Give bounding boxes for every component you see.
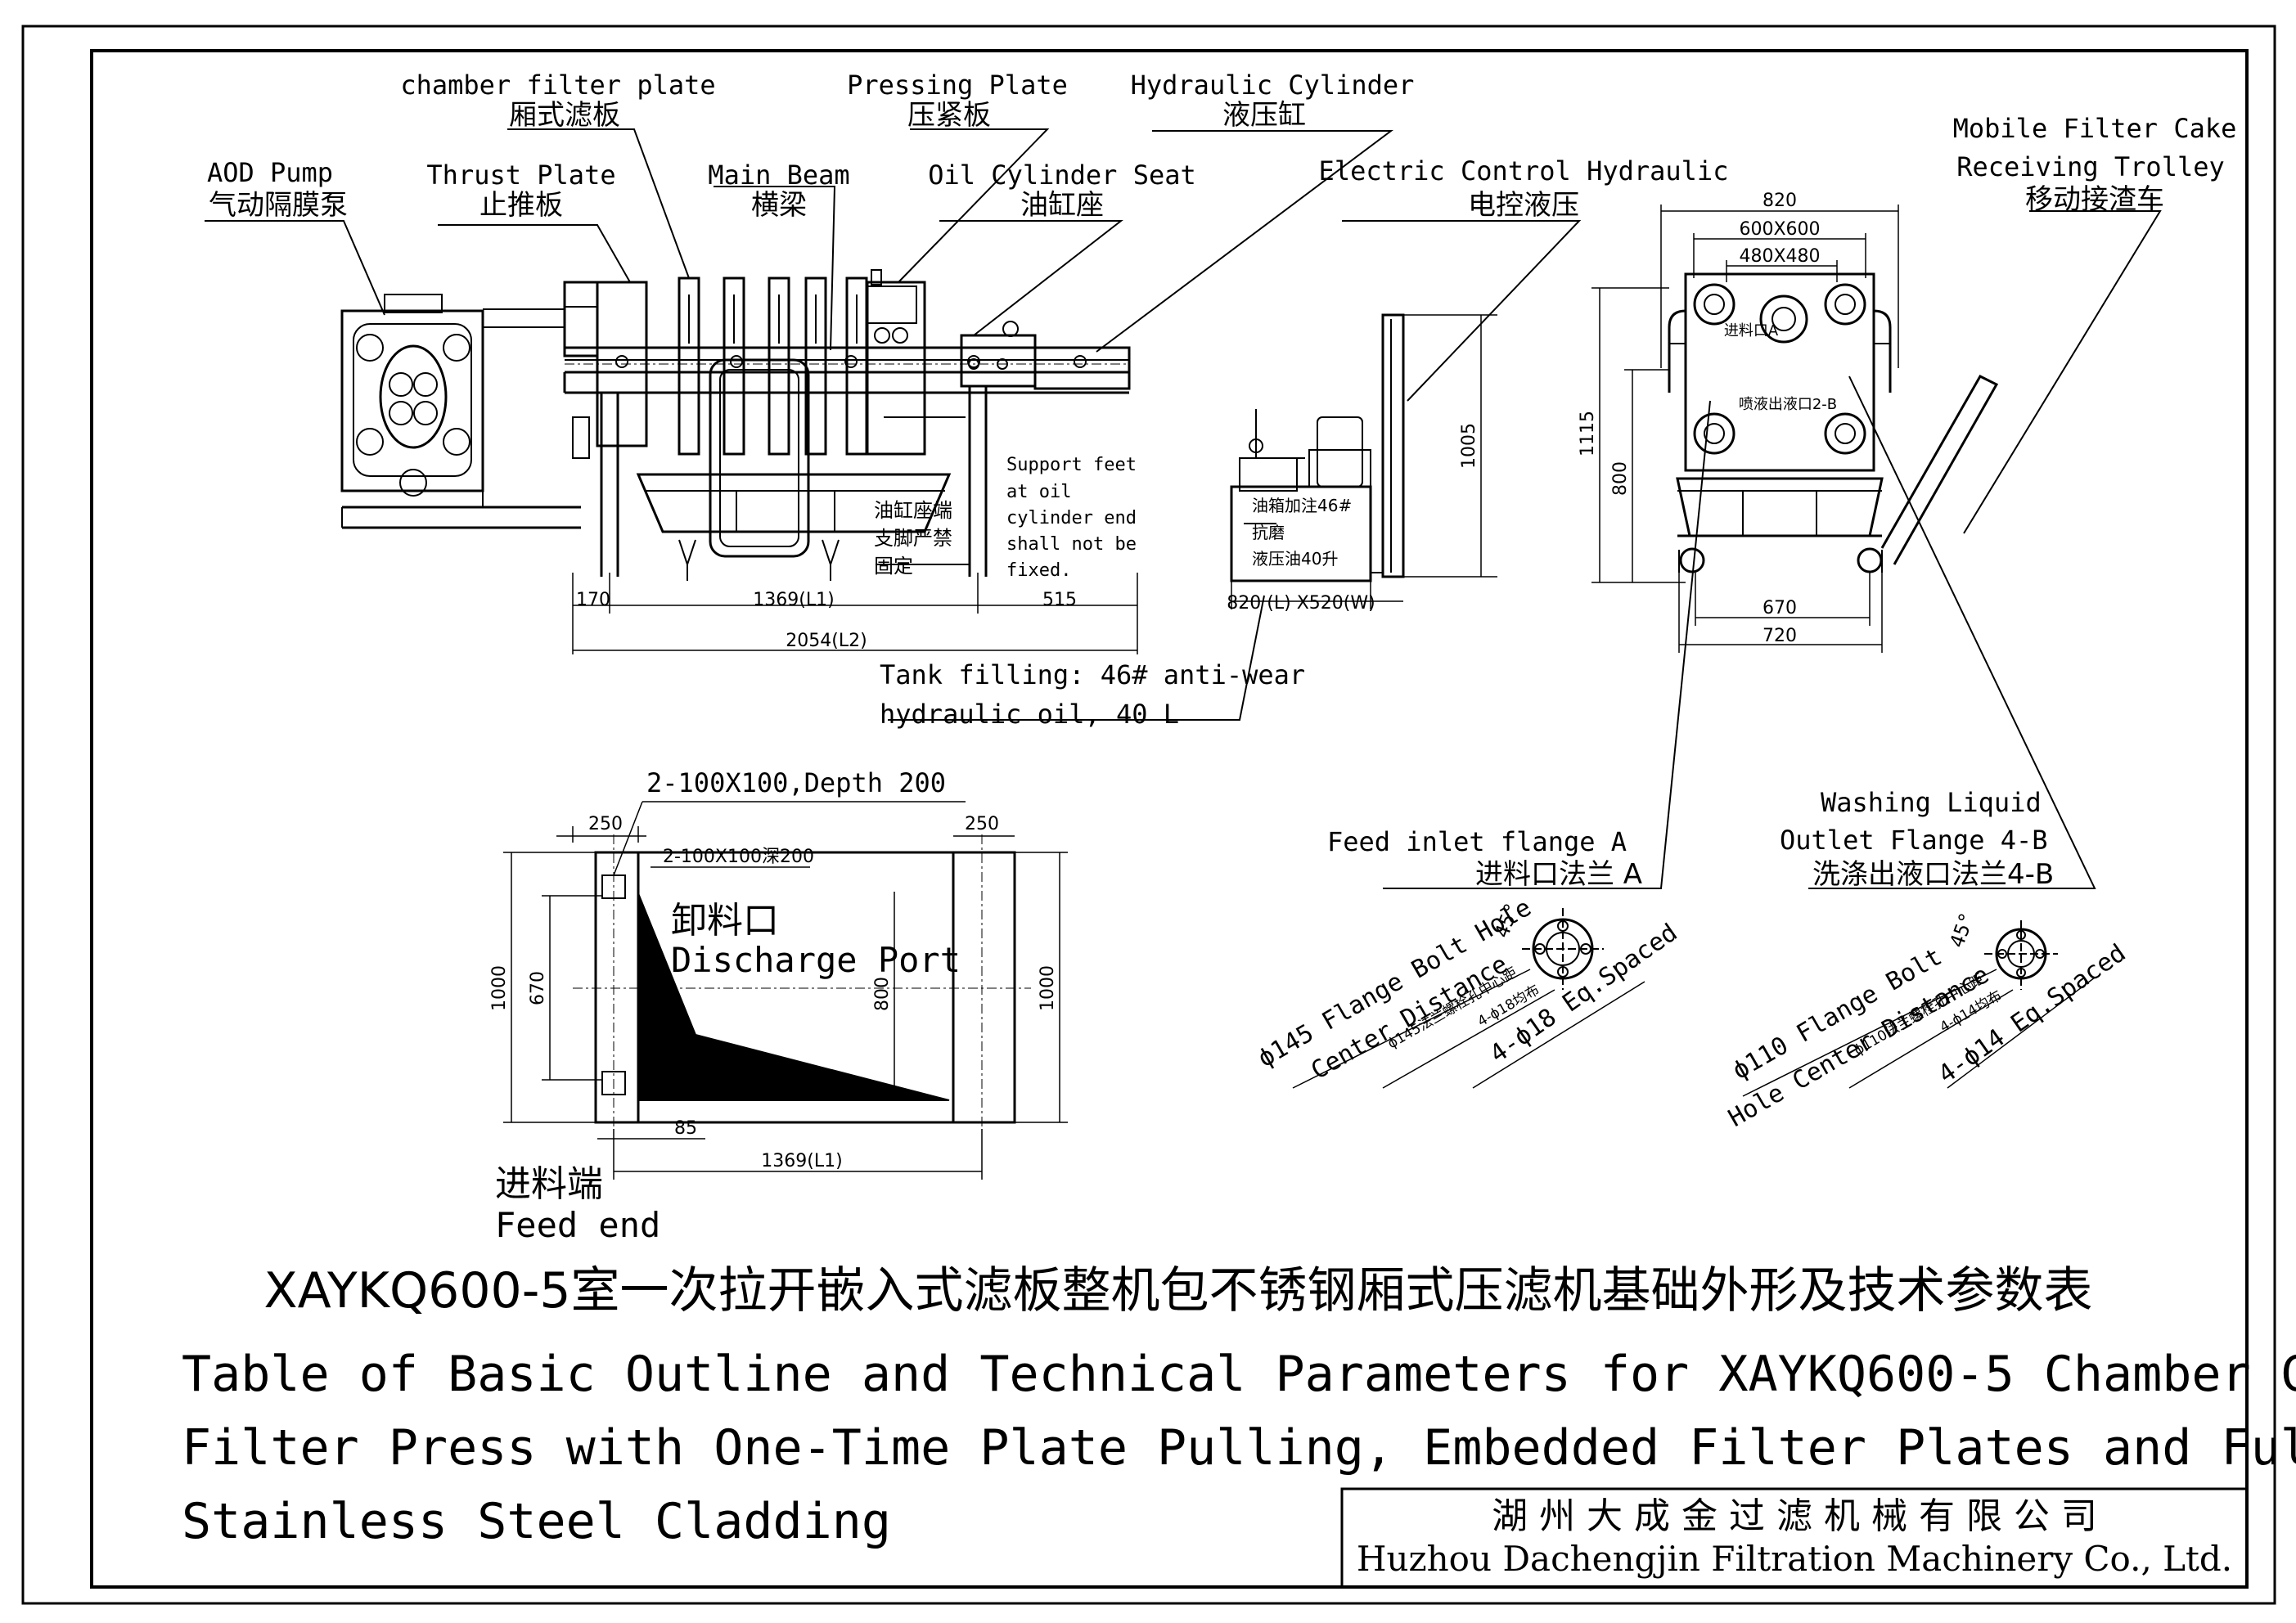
inlet-a-marker: 进料口A [1724,322,1779,339]
trolley-label-cn: 移动接渣车 [2025,183,2164,216]
tank-cn-l3: 液压油40升 [1252,549,1338,569]
dim-820: 820 [1763,191,1797,211]
aod-pump-drawing [340,294,581,529]
thrust-plate-label: Thrust Plate [426,160,615,191]
discharge-port-en: Discharge Port [671,940,961,980]
company-en: Huzhou Dachengjin Filtration Machinery C… [1357,1539,2232,1579]
flange-b-labels: ϕ110 Flange Bolt Hole Center Distance ϕ1… [1724,910,2132,1133]
aod-pump-label-cn: 气动隔膜泵 [209,189,348,222]
title-cn: XAYKQ600-5室一次拉开嵌入式滤板整机包不锈钢厢式压滤机基础外形及技术参数… [263,1262,2092,1320]
dim-l2: 2054(L2) [786,631,867,651]
pit-note-small: 2-100X100深200 [663,847,814,867]
flange-a-angle: 45° [1490,900,1524,941]
flange-b-drawing [1742,920,2096,1097]
chamber-filter-plate-label-cn: 厢式滤板 [509,99,620,132]
title-block: XAYKQ600-5室一次拉开嵌入式滤板整机包不锈钢厢式压滤机基础外形及技术参数… [182,1262,2296,1589]
hydraulic-cylinder-label-cn: 液压缸 [1222,99,1306,132]
dim-85: 85 [674,1118,697,1139]
washing-outlet-label-line1: Washing Liquid [1821,787,2042,818]
dimension-labels: 170 1369(L1) 515 2054(L2) 1005 820 (L) X… [489,191,1837,1171]
dim-170: 170 [576,590,610,610]
hydraulic-cylinder-label: Hydraulic Cylinder [1131,70,1415,101]
support-note-l4: shall not be [1006,534,1137,555]
dim-l1: 1369(L1) [753,590,834,610]
feed-end-cn: 进料端 [495,1163,603,1205]
outer-border [21,25,2276,1605]
tank-filling-line1: Tank filling: 46# anti-wear [880,659,1305,690]
trolley-label-line1: Mobile Filter Cake [1953,113,2237,144]
leader-lines [205,128,2162,889]
dim-515: 515 [1042,590,1077,610]
electric-control-label-cn: 电控液压 [1468,189,1579,222]
discharge-port-cn: 卸料口 [671,900,779,942]
callout-labels: AOD Pump 气动隔膜泵 Thrust Plate 止推板 chamber … [207,70,2236,891]
support-note-cn-l1: 油缸座端 [874,499,952,522]
thrust-plate-drawing [563,281,648,459]
filter-press-side-view [340,269,1138,654]
support-note-l3: cylinder end [1006,508,1137,528]
company-box [1340,1487,2249,1589]
dim-foundation-l1: 1369(L1) [761,1151,842,1171]
flange-a-labels: ϕ145 Flange Bolt Hole Center Distance ϕ1… [1254,893,1683,1086]
dim-1000-right: 1000 [1038,965,1058,1011]
dim-720: 720 [1763,626,1797,646]
title-en-line3: Stainless Steel Cladding [182,1493,891,1550]
oil-cylinder-seat-label: Oil Cylinder Seat [928,160,1196,191]
oil-cylinder-seat-label-cn: 油缸座 [1020,189,1104,222]
company-cn: 湖 州 大 成 金 过 滤 机 械 有 限 公 司 [1492,1495,2097,1537]
dim-tank: 820 (L) X520(W) [1227,593,1375,614]
dim-250-left: 250 [588,814,623,834]
support-note-l2: at oil [1006,482,1071,502]
flange-a-drawing [1292,908,1645,1089]
tank-cn-l1: 油箱加注46# [1252,496,1352,515]
tank-cn-l2: 抗磨 [1252,523,1285,542]
dim-480: 480X480 [1739,246,1820,267]
flange-b-angle: 45° [1945,910,1979,951]
title-en-line2: Filter Press with One-Time Plate Pulling… [182,1419,2296,1477]
main-beam-label-cn: 横梁 [751,189,807,222]
dim-1005: 1005 [1459,423,1479,469]
washing-outlet-label-line2: Outlet Flange 4-B [1780,825,2048,856]
thrust-plate-label-cn: 止推板 [479,189,563,222]
outlet-b-marker: 喷液出液口2-B [1739,396,1837,413]
hydraulic-cylinder-drawing [1033,346,1131,390]
dim-670-left: 670 [528,971,548,1005]
foundation-labels: 卸料口 Discharge Port 进料端 Feed end [495,900,961,1245]
hydraulic-station-drawing [1230,313,1497,609]
dim-670: 670 [1763,598,1797,618]
tank-filling-line2: hydraulic oil, 40 L [880,699,1179,730]
dim-1000-left: 1000 [489,965,510,1011]
support-note-cn-l3: 固定 [874,555,913,578]
foundation-plan-drawing [503,801,1068,1180]
feed-inlet-label: Feed inlet flange A [1327,826,1627,857]
feed-end-en: Feed end [495,1205,660,1245]
feed-inlet-label-cn: 进料口法兰 A [1475,858,1642,891]
dim-250-right: 250 [965,814,999,834]
washing-outlet-label-cn: 洗涤出液口法兰4-B [1812,858,2054,891]
dim-600: 600X600 [1739,219,1820,240]
pressing-plate-drawing [866,269,926,456]
trolley-end-view-drawing [1591,205,1999,653]
electric-control-label: Electric Control Hydraulic [1319,155,1729,187]
trolley-label-line2: Receiving Trolley [1956,151,2225,182]
dim-1115: 1115 [1578,411,1598,456]
dim-800: 800 [1610,461,1631,496]
chamber-filter-plate-label: chamber filter plate [400,70,715,101]
aod-pump-label: AOD Pump [207,157,333,188]
inner-border [90,49,2249,1589]
support-note-l5: fixed. [1006,560,1071,581]
support-note-l1: Support feet [1006,455,1137,475]
filter-plates-drawing [678,276,868,456]
dim-800-center: 800 [872,977,893,1011]
pressing-plate-label: Pressing Plate [847,70,1068,101]
pit-note: 2-100X100,Depth 200 [646,767,946,798]
support-note-cn-l2: 支脚严禁 [874,527,952,550]
main-beam-label: Main Beam [708,160,849,191]
pressing-plate-label-cn: 压紧板 [907,99,991,132]
title-en-line1: Table of Basic Outline and Technical Par… [182,1346,2296,1403]
